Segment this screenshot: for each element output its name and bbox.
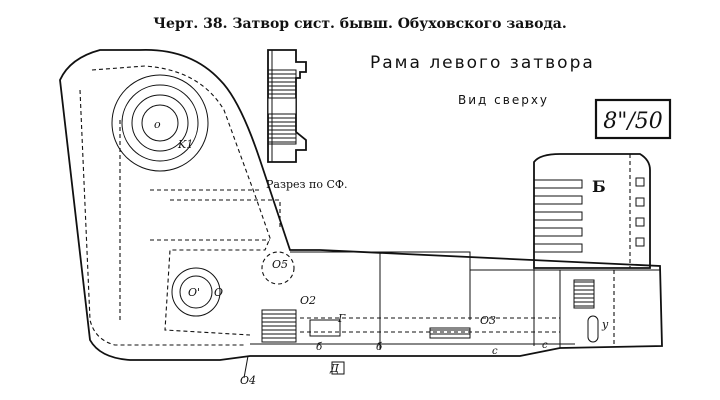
detail-d-box <box>331 361 345 375</box>
section-label: Разрез по СФ. <box>266 178 348 191</box>
figure-caption: Черт. 38. Затвор сист. бывш. Обуховского… <box>153 16 566 32</box>
label-o2: O2 <box>300 294 316 307</box>
label-o: o <box>154 118 161 131</box>
hole-o5 <box>261 251 295 285</box>
label-o3: O3 <box>480 314 496 327</box>
slot-y <box>587 315 599 343</box>
section-view <box>267 49 307 163</box>
right-body <box>250 251 660 350</box>
label-b-small-2: б <box>376 342 383 353</box>
label-c: с <box>492 346 498 357</box>
label-o-prime: O' <box>188 286 200 299</box>
label-g: Г <box>337 312 346 325</box>
label-o5: O5 <box>272 258 288 271</box>
label-c2: с <box>542 340 548 351</box>
label-b: Б <box>592 177 606 196</box>
spring-block <box>261 309 297 343</box>
stop-block <box>573 279 595 309</box>
frame-outline <box>59 49 663 361</box>
scale-badge-frame <box>594 98 672 140</box>
spring-block-o3 <box>429 327 471 339</box>
label-b-small-1: б <box>316 342 323 353</box>
drawing-title: Рама левого затвора <box>370 53 595 73</box>
label-o4: O4 <box>240 374 256 387</box>
pivot-bore <box>171 267 221 317</box>
scale-badge: 8"/50 <box>603 109 663 134</box>
main-bore <box>111 74 209 172</box>
label-k1: K1 <box>177 138 193 151</box>
drawing-subtitle: Вид сверху <box>458 93 549 107</box>
label-d: Д <box>329 362 340 375</box>
label-o-right: O <box>214 286 223 299</box>
label-y: у <box>601 318 609 331</box>
threaded-block <box>533 153 651 269</box>
